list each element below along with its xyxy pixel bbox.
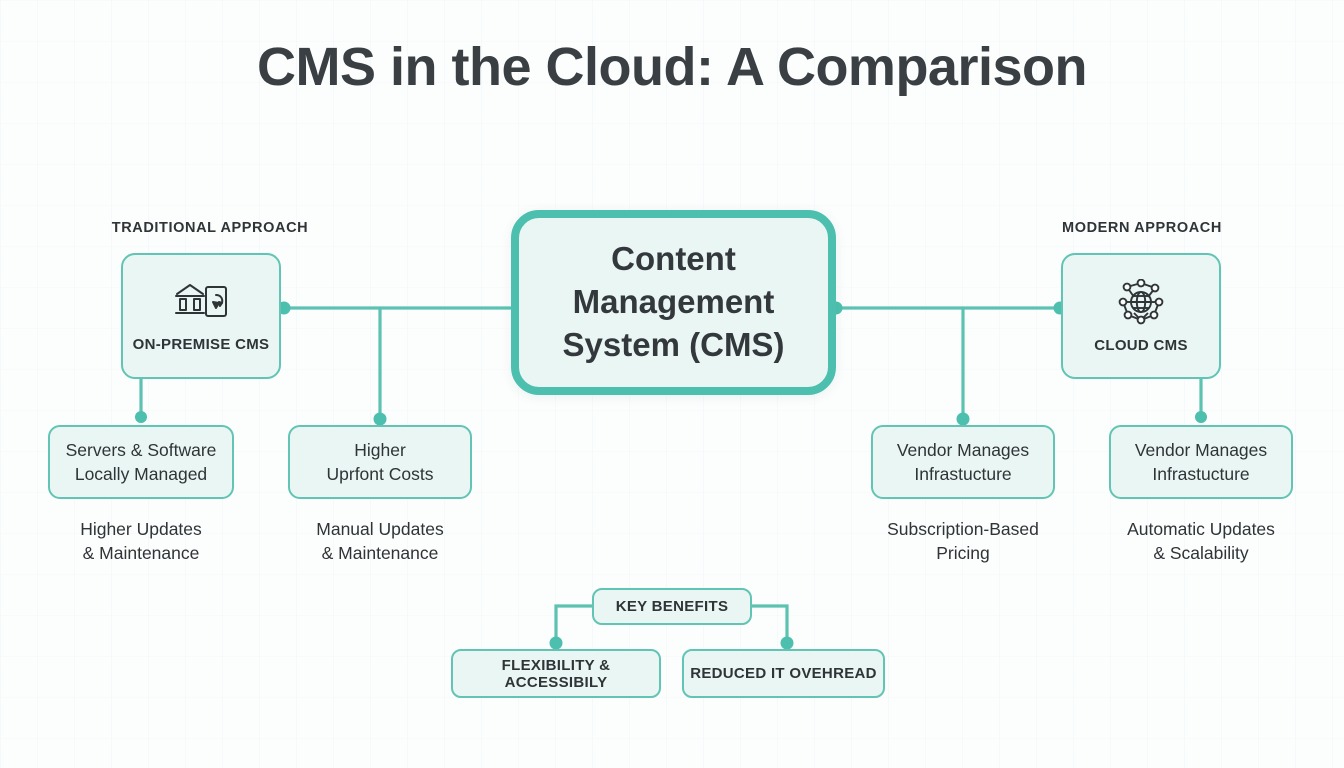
key-benefit-item-1-label: FLEXIBILITY & ACCESSIBILY — [501, 656, 611, 691]
right-caption-1: Subscription-Based Pricing — [857, 517, 1069, 565]
cloud-cms-label: CLOUD CMS — [1094, 336, 1188, 354]
left-section-kicker: TRADITIONAL APPROACH — [111, 220, 309, 236]
left-branch-box-2-line1: Higher — [354, 439, 406, 460]
center-cms-label: Content Management System (CMS) — [563, 238, 785, 367]
key-benefits-header-label: KEY BENEFITS — [615, 598, 729, 615]
right-branch-box-1[interactable]: Vendor Manages Infrastucture — [871, 425, 1055, 499]
key-benefit-item-2-label: REDUCED IT OVEHREAD — [690, 665, 877, 682]
right-branch-box-2-line1: Vendor Manages — [1134, 439, 1268, 460]
key-benefits-header-node[interactable]: KEY BENEFITS — [592, 588, 752, 625]
key-benefit-item-2[interactable]: REDUCED IT OVEHREAD — [682, 649, 885, 698]
right-branch-box-2[interactable]: Vendor Manages Infrastucture — [1109, 425, 1293, 499]
left-branch-box-1-line1: Servers & Software — [65, 439, 217, 460]
right-caption-2: Automatic Updates & Scalability — [1095, 517, 1307, 565]
center-cms-line3: System (CMS) — [562, 325, 785, 363]
left-caption-2-line1: Manual Updates — [316, 519, 444, 539]
globe-network-icon — [1115, 278, 1167, 325]
left-caption-1-line2: & Maintenance — [82, 543, 200, 564]
bank-tablet-icon — [173, 280, 229, 324]
left-caption-2: Manual Updates & Maintenance — [274, 517, 486, 565]
center-cms-line2: Management — [572, 283, 775, 321]
left-branch-box-1-line2: Locally Managed — [74, 464, 208, 484]
right-section-kicker: MODERN APPROACH — [1062, 220, 1222, 236]
right-caption-1-line2: Pricing — [936, 543, 990, 564]
left-branch-box-2[interactable]: Higher Uprfont Costs — [288, 425, 472, 499]
page-title: CMS in the Cloud: A Comparison — [257, 37, 1087, 97]
right-caption-2-line2: & Scalability — [1153, 543, 1249, 564]
on-premise-cms-label: ON-PREMISE CMS — [132, 335, 270, 353]
right-branch-box-1-line1: Vendor Manages — [896, 439, 1030, 460]
center-cms-node[interactable]: Content Management System (CMS) — [511, 210, 836, 395]
left-caption-1: Higher Updates & Maintenance — [35, 517, 247, 565]
left-caption-2-line2: & Maintenance — [321, 543, 439, 564]
right-branch-box-1-line2: Infrastucture — [914, 464, 1012, 484]
right-caption-2-line1: Automatic Updates — [1127, 519, 1275, 539]
center-cms-line1: Content — [611, 240, 736, 278]
key-benefit-item-1[interactable]: FLEXIBILITY & ACCESSIBILY — [451, 649, 661, 698]
left-branch-box-2-line2: Uprfont Costs — [326, 464, 434, 484]
cloud-cms-node[interactable]: CLOUD CMS — [1061, 253, 1221, 379]
left-caption-1-line1: Higher Updates — [80, 519, 202, 539]
left-branch-box-1[interactable]: Servers & Software Locally Managed — [48, 425, 234, 499]
right-caption-1-line1: Subscription-Based — [887, 519, 1039, 539]
right-branch-box-2-line2: Infrastucture — [1152, 464, 1250, 484]
on-premise-cms-node[interactable]: ON-PREMISE CMS — [121, 253, 281, 379]
